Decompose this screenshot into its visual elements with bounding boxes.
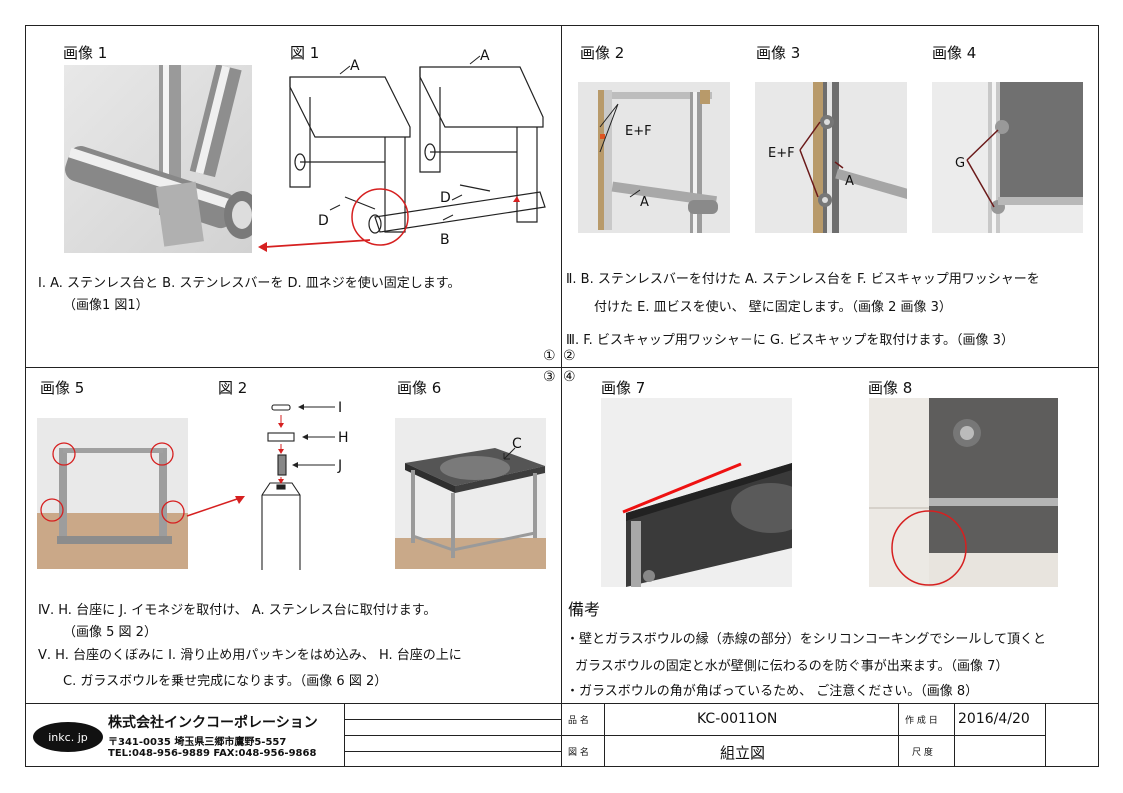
s2-instruction-2: 付けた E. 皿ビスを使い、 壁に固定します。（画像 2 画像 3）	[594, 300, 952, 315]
date-label: 作 成 日	[905, 716, 938, 726]
fig1-diagram	[258, 55, 546, 252]
tb-row-b	[344, 735, 561, 736]
drawing-frame	[25, 25, 1099, 767]
divider-vertical	[561, 25, 562, 703]
photo2-arrows	[599, 103, 641, 198]
logo-text: inkc. jp	[48, 730, 88, 744]
photo6-callout-c: C	[512, 436, 522, 452]
photo3-callout-a: A	[845, 174, 854, 189]
company-logo: inkc. jp	[33, 722, 103, 752]
photo4-arrows	[966, 129, 999, 208]
photo6-image	[395, 418, 546, 569]
photo3-image	[755, 82, 907, 233]
photo3-arrows	[799, 121, 844, 198]
s3-instruction-4: C. ガラスボウルを乗せ完成になります。（画像 6 図 2）	[63, 674, 388, 689]
product-value: KC-0011ON	[697, 711, 778, 727]
photo7-label: 画像 7	[601, 379, 646, 397]
photo1-label: 画像 1	[63, 44, 108, 62]
fig2-callout-i: I	[338, 400, 343, 416]
drawing-label: 図 名	[568, 748, 589, 758]
s3-instruction-2: （画像 5 図 2）	[63, 625, 157, 640]
tb-row-c	[344, 751, 561, 752]
photo3-label: 画像 3	[756, 44, 801, 62]
fig1-callout-a2: A	[480, 48, 490, 64]
fig2-callout-h: H	[338, 430, 349, 446]
s1-instruction-2: （画像1 図1）	[63, 298, 149, 313]
s3-instruction-3: Ⅴ. H. 台座のくぼみに I. 滑り止め用パッキンをはめ込み、 H. 台座の上…	[38, 648, 462, 663]
photo1-image	[64, 65, 252, 253]
fig2-label: 図 2	[218, 379, 248, 397]
section-number-3: ③	[543, 369, 556, 385]
photo6-arrow	[503, 447, 516, 460]
company-address: 〒341-0035 埼玉県三郷市鷹野5-557	[108, 737, 287, 748]
date-value: 2016/4/20	[958, 711, 1030, 727]
photo2-label: 画像 2	[580, 44, 625, 62]
company-tel: TEL:048-956-9889 FAX:048-956-9868	[108, 748, 317, 759]
fig2-callout-j: J	[338, 458, 343, 474]
fig1-label: 図 1	[290, 44, 320, 62]
photo6-label: 画像 6	[397, 379, 442, 397]
divider-horizontal	[25, 367, 1099, 368]
note-3: ・ガラスボウルの角が角ばっているため、 ご注意ください。（画像 8）	[566, 684, 979, 699]
s3-instruction-1: Ⅳ. H. 台座に J. イモネジを取付け、 A. ステンレス台に取付けます。	[38, 603, 437, 618]
s2-instruction-1: Ⅱ. B. ステンレスバーを付けた A. ステンレス台を F. ビスキャップ用ワ…	[566, 272, 1040, 287]
tb-row-a	[344, 719, 561, 720]
company-name: 株式会社インクコーポレーション	[108, 715, 318, 731]
section-number-2: ②	[563, 348, 576, 364]
photo5-image	[37, 418, 188, 569]
photo2-callout-a: A	[640, 195, 649, 210]
photo5-to-fig2-arrow	[186, 496, 245, 517]
drawing-value: 組立図	[720, 744, 766, 762]
fig1-callout-a1: A	[350, 58, 360, 74]
tb-div-6	[1045, 703, 1046, 767]
note-1: ・壁とガラスボウルの縁（赤線の部分）をシリコンコーキングでシールして頂くと	[566, 632, 1046, 647]
photo4-callout-g: G	[955, 156, 966, 171]
photo2-callout-ef: E+F	[625, 124, 652, 139]
photo3-callout-ef: E+F	[768, 146, 795, 161]
fig1-callout-d2: D	[440, 190, 451, 206]
product-label: 品 名	[568, 716, 589, 726]
titleblock-top	[25, 703, 1099, 704]
fig1-callout-d1: D	[318, 213, 329, 229]
photo8-image	[869, 398, 1058, 587]
notes-title: 備考	[568, 600, 601, 619]
note-2: ガラスボウルの固定と水が壁側に伝わるのを防ぐ事が出来ます。（画像 7）	[575, 659, 1009, 674]
photo5-label: 画像 5	[40, 379, 85, 397]
photo4-label: 画像 4	[932, 44, 977, 62]
s1-instruction-1: Ⅰ. A. ステンレス台と B. ステンレスバーを D. 皿ネジを使い固定します…	[38, 276, 461, 291]
section-number-1: ①	[543, 348, 556, 364]
fig2-diagram	[261, 404, 335, 570]
s2-instruction-3: Ⅲ. F. ビスキャップ用ワッシャ－に G. ビスキャップを取付けます。（画像 …	[566, 333, 1014, 348]
photo4-image	[932, 82, 1083, 233]
scale-label: 尺 度	[912, 748, 933, 758]
tb-mid	[561, 735, 1045, 736]
photo7-image	[601, 398, 792, 587]
section-number-4: ④	[563, 369, 576, 385]
photo2-image	[578, 82, 730, 233]
fig1-callout-b: B	[440, 232, 450, 248]
photo8-label: 画像 8	[868, 379, 913, 397]
